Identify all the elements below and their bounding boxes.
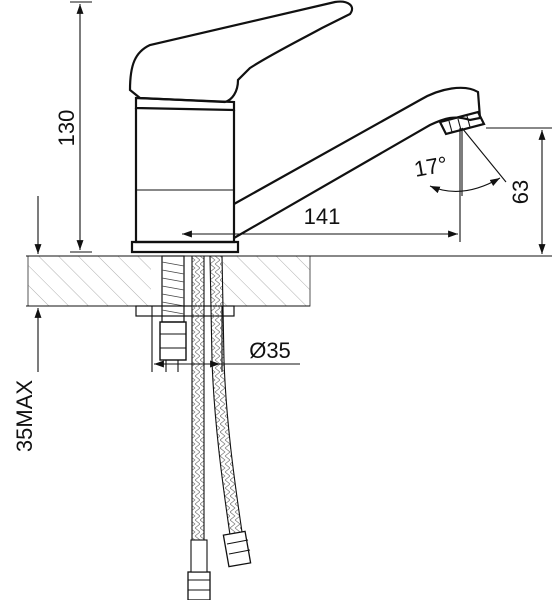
dimension-spout-reach: 141 [182, 128, 461, 242]
hose-fitting-right [222, 530, 252, 568]
dimension-hole-diameter: Ø35 [151, 306, 300, 372]
hose-fitting-left [187, 539, 211, 600]
dimension-height-total: 130 [54, 1, 92, 253]
body-base [130, 240, 240, 254]
aerator [438, 110, 486, 136]
dimension-spout-height: 63 [240, 127, 552, 257]
dimension-deck-thickness: 35MAX [12, 196, 50, 452]
mounting-nut [159, 321, 187, 361]
dimension-label-130: 130 [54, 110, 79, 147]
faucet-body [128, 0, 486, 254]
dimension-label-d35: Ø35 [249, 338, 291, 363]
dimension-spout-angle: 17° [412, 127, 507, 196]
dimension-label-17-deg: 17° [412, 151, 449, 181]
dimension-label-63: 63 [508, 180, 533, 204]
body-cylinder [134, 108, 236, 244]
cartridge-cap [134, 96, 236, 112]
dimension-label-141: 141 [304, 204, 341, 229]
flexible-hoses [187, 255, 252, 600]
lever-handle [128, 0, 354, 104]
dimension-label-35max: 35MAX [12, 380, 37, 452]
countertop-section [27, 255, 311, 307]
mounting-washer [135, 305, 235, 317]
hose-left [191, 255, 205, 541]
